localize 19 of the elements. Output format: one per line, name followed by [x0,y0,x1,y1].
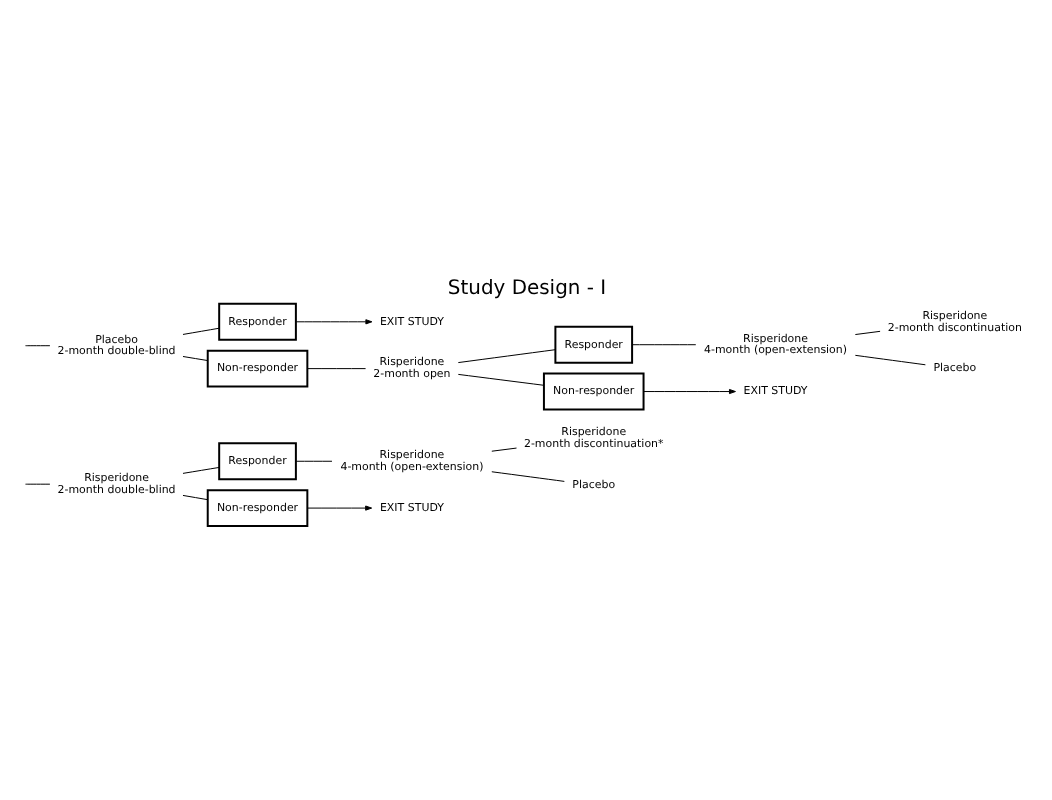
arrow [642,388,735,395]
connector [24,345,50,347]
connector [181,356,208,362]
connector [456,349,555,364]
connector [853,354,925,366]
connector [294,460,332,462]
connector [24,483,50,485]
connector [181,494,208,501]
arrow [306,505,372,511]
connector [490,471,564,482]
connector [853,330,880,336]
arrow [294,319,372,325]
connector [181,327,219,335]
connector [490,447,517,452]
connector [181,466,219,474]
connector [456,373,544,386]
connector [630,344,696,346]
diagram-title: Study Design - I [446,277,606,300]
connector [306,368,366,370]
